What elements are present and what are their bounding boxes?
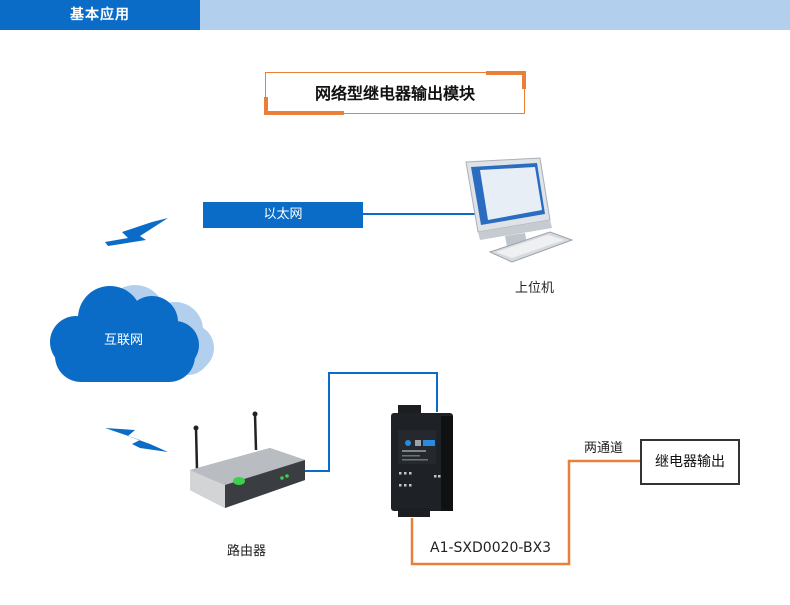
router-device-line: [300, 372, 438, 472]
frame-accent: [264, 97, 268, 115]
diagram-title: 网络型继电器输出模块: [314, 84, 475, 103]
router-icon: [190, 411, 305, 508]
device-relay-line: [410, 459, 640, 566]
relay-output-box: 继电器输出: [640, 439, 740, 485]
frame-accent: [522, 71, 526, 89]
device-model-label: A1-SXD0020-BX3: [430, 540, 552, 556]
pc-computer-icon: [465, 157, 574, 263]
internet-cloud-icon: [50, 285, 214, 382]
ethernet-label-box: 以太网: [203, 202, 363, 228]
channels-label: 两通道: [584, 441, 624, 456]
wireless-signal-icon: [105, 218, 168, 246]
frame-accent: [264, 111, 344, 115]
internet-label: 互联网: [104, 333, 144, 348]
router-label: 路由器: [227, 544, 267, 559]
section-tab-basic-application: 基本应用: [0, 0, 200, 30]
pc-label: 上位机: [515, 281, 555, 296]
frame-accent: [486, 71, 526, 75]
relay-module-device-icon: [391, 405, 453, 517]
title-frame: 网络型继电器输出模块: [264, 71, 526, 115]
wireless-signal-icon: [105, 428, 168, 452]
